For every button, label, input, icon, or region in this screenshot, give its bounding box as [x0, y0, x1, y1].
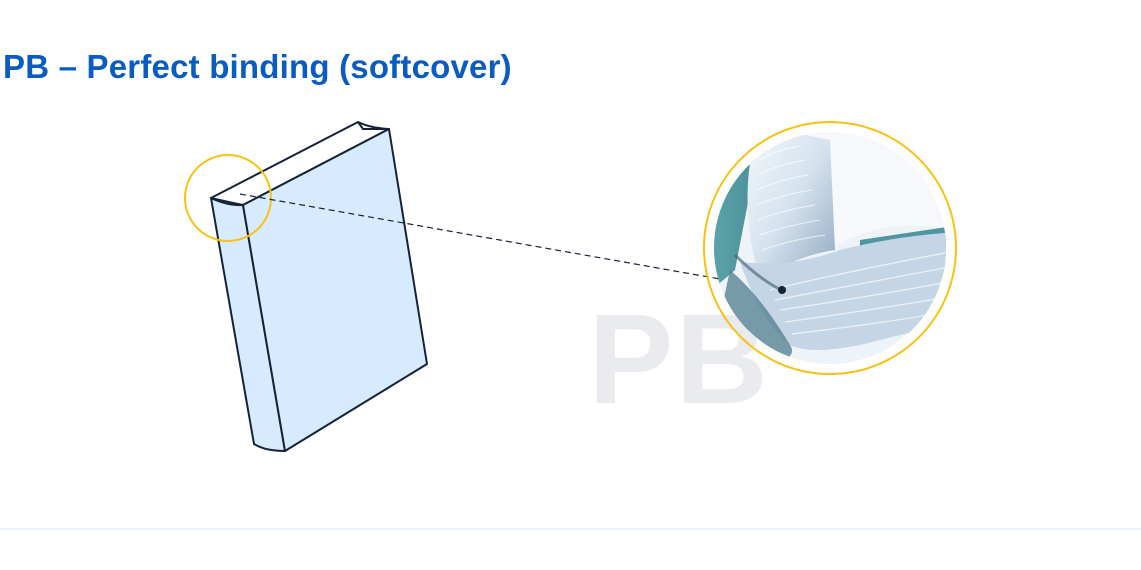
spine-highlight-circle [184, 154, 272, 242]
leader-line [239, 193, 783, 291]
bottom-divider [0, 528, 1141, 530]
detail-circle [703, 121, 957, 375]
softcover-book-icon [210, 121, 428, 452]
leader-endpoint-dot [778, 286, 786, 294]
book-spine-closeup-icon [714, 132, 946, 364]
page-title: PB – Perfect binding (softcover) [3, 48, 512, 85]
